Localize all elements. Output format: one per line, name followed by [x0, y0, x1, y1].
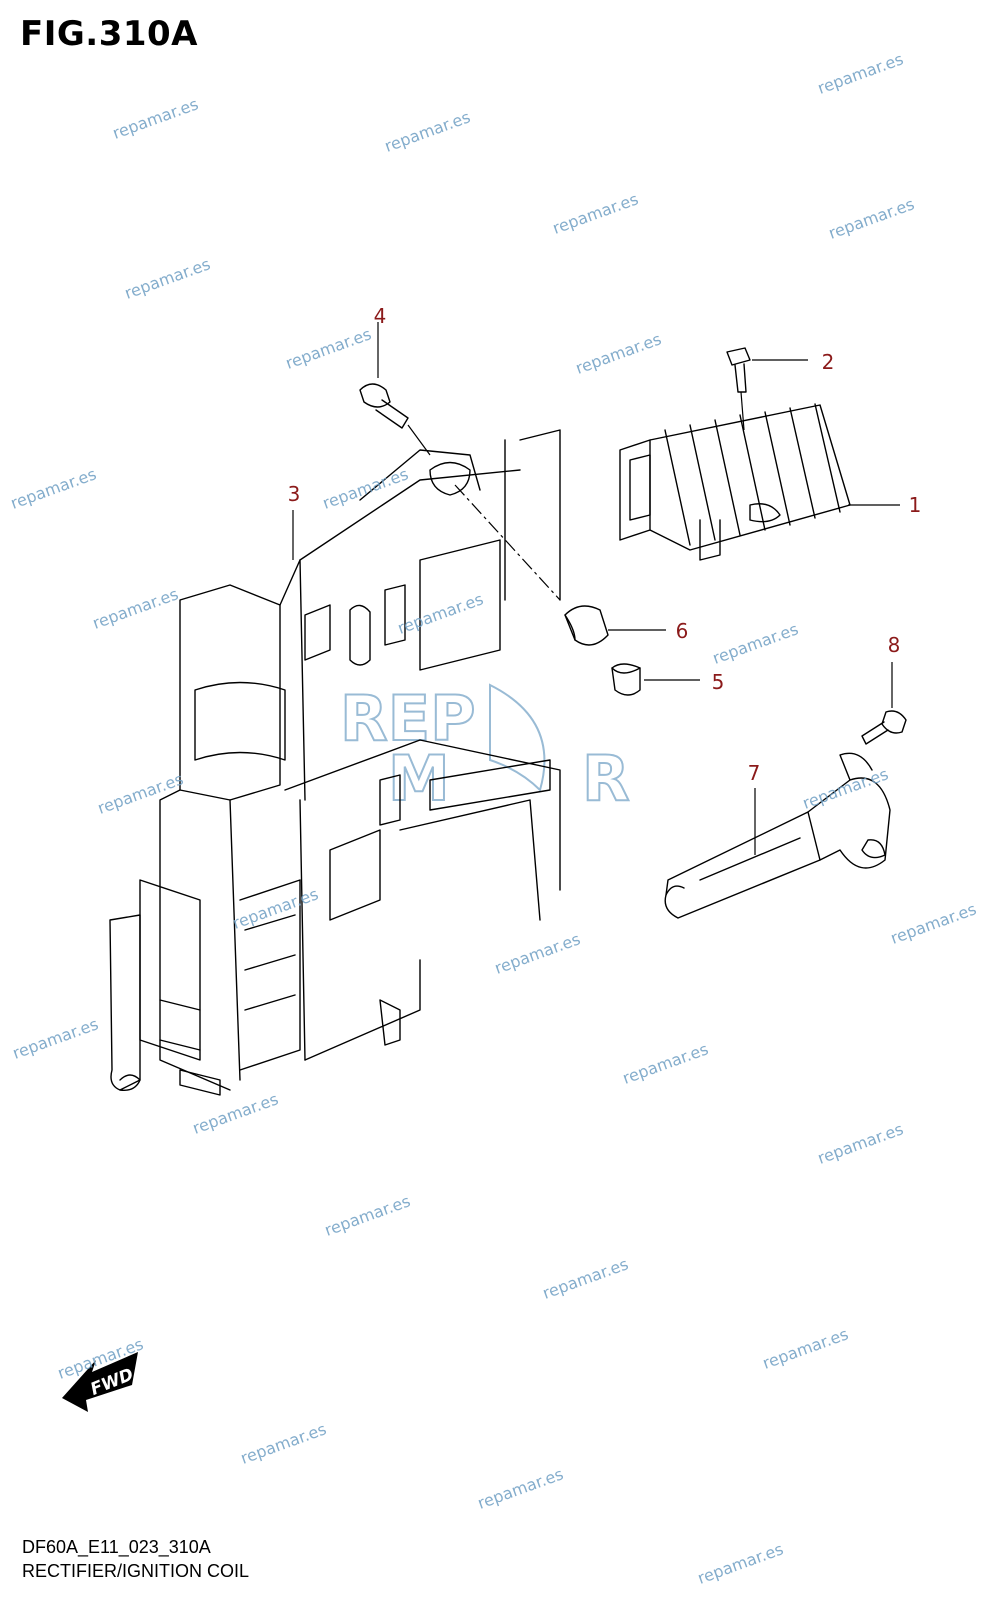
- callout-part-4: 4: [373, 304, 387, 328]
- figure-code: DF60A_E11_023_310A: [22, 1537, 211, 1557]
- callout-part-2: 2: [821, 350, 835, 374]
- callout-part-3: 3: [287, 482, 301, 506]
- callout-part-8: 8: [887, 633, 901, 657]
- callout-part-6: 6: [675, 619, 689, 643]
- repamar-logo-watermark: REP M R: [339, 681, 631, 816]
- grommet-part-6: [564, 605, 666, 646]
- callout-part-7: 7: [747, 761, 761, 785]
- bolt-part-2: [726, 347, 808, 431]
- callout-part-5: 5: [711, 670, 725, 694]
- bolt-part-8: [861, 662, 907, 745]
- bracket-part-3: [109, 429, 561, 1096]
- rectifier-part-1: [619, 403, 851, 561]
- ignition-coil-part-7: [664, 752, 891, 919]
- bolt-part-4: [359, 322, 431, 456]
- logo-text-r: R: [582, 742, 630, 815]
- figure-caption: RECTIFIER/IGNITION COIL: [22, 1561, 250, 1581]
- collar-part-5: [611, 663, 700, 696]
- callout-part-1: 1: [908, 493, 922, 517]
- logo-text-rep: REP: [340, 682, 476, 755]
- figure-title: FIG.310A: [20, 14, 198, 54]
